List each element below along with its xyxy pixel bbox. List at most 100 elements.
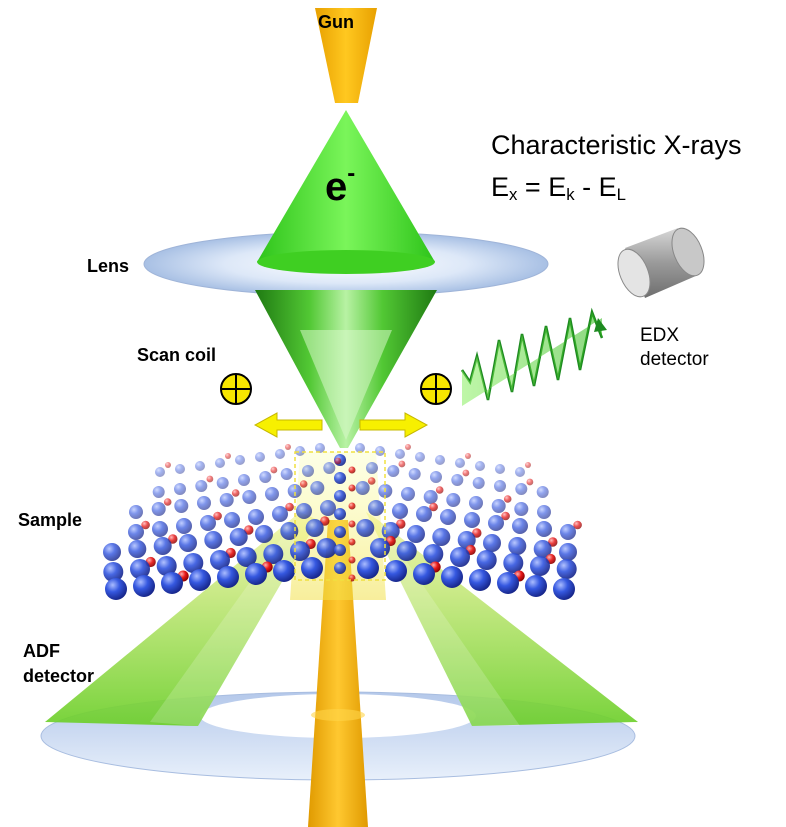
atom-heavy: [537, 505, 551, 519]
atom-light: [367, 477, 376, 485]
atom-heavy: [200, 515, 216, 531]
atom-heavy: [301, 557, 323, 579]
atom-heavy: [559, 543, 577, 561]
atom-heavy: [401, 487, 415, 501]
atom-heavy: [217, 566, 239, 588]
atom-light: [348, 502, 356, 510]
adf-label-line2: detector: [23, 666, 95, 686]
atom-heavy: [305, 519, 324, 537]
atom-heavy: [272, 506, 288, 522]
atom-heavy: [229, 528, 248, 546]
atom-heavy: [366, 462, 378, 474]
atom-heavy: [525, 575, 547, 597]
atom-heavy: [451, 474, 464, 486]
atom-heavy: [176, 518, 192, 534]
atom-light: [526, 478, 534, 486]
scan-arrow-right: [359, 412, 429, 438]
atom-heavy: [469, 569, 491, 591]
atom-heavy: [296, 503, 312, 519]
atom-heavy: [245, 563, 267, 585]
atom-heavy: [255, 452, 265, 462]
atom-light: [244, 525, 254, 535]
atom-heavy: [219, 493, 234, 507]
scan-region-outline: [294, 451, 386, 581]
atom-heavy: [408, 468, 421, 480]
atom-heavy: [248, 509, 264, 525]
atom-heavy: [235, 455, 245, 465]
atom-heavy: [515, 467, 525, 477]
atom-heavy: [302, 465, 314, 477]
atom-heavy: [255, 525, 273, 543]
atom-heavy: [472, 477, 485, 489]
atom-heavy: [514, 502, 529, 516]
atom-heavy: [469, 496, 483, 510]
atom-heavy: [491, 499, 506, 513]
atom-heavy: [265, 487, 279, 501]
atom-heavy: [515, 483, 528, 495]
atom-heavy: [440, 509, 456, 525]
gun-label: Gun: [318, 12, 354, 32]
atom-heavy: [560, 524, 576, 540]
atom-heavy: [179, 534, 197, 552]
atom-heavy: [280, 522, 299, 540]
atom-heavy: [483, 534, 501, 552]
atom-heavy: [370, 538, 390, 558]
atom-heavy: [189, 569, 211, 591]
atom-light: [501, 511, 510, 521]
atom-heavy: [152, 521, 168, 537]
atom-light: [334, 457, 342, 465]
atom-light: [548, 537, 558, 547]
atom-heavy: [368, 500, 384, 516]
atom-light: [206, 475, 214, 483]
atom-light: [348, 466, 356, 474]
atom-light: [525, 462, 531, 468]
atom-heavy: [334, 526, 346, 538]
atom-heavy: [536, 521, 552, 537]
edx-label-line2: detector: [640, 349, 709, 370]
atom-heavy: [295, 446, 305, 456]
atom-heavy: [416, 506, 432, 522]
atom-light: [435, 486, 444, 494]
crystal-sample: [103, 443, 582, 600]
atom-heavy: [381, 522, 400, 540]
atom-light: [465, 453, 471, 459]
atom-heavy: [242, 490, 257, 504]
atom-heavy: [174, 499, 189, 513]
atom-light: [405, 444, 411, 450]
atom-heavy: [161, 572, 183, 594]
atom-heavy: [204, 531, 223, 549]
atom-light: [348, 484, 356, 492]
lens-label: Lens: [87, 256, 130, 276]
atom-heavy: [533, 540, 552, 558]
atom-heavy: [457, 531, 476, 549]
atom-heavy: [133, 575, 155, 597]
atom-heavy: [236, 547, 257, 567]
atom-heavy: [508, 537, 527, 555]
scan-coil-left-icon: [220, 373, 252, 405]
atom-heavy: [320, 500, 336, 516]
sample-label: Sample: [18, 510, 83, 530]
atom-heavy: [530, 556, 550, 576]
xray-title: Characteristic X-rays: [491, 130, 742, 160]
atom-heavy: [497, 572, 519, 594]
atom-light: [225, 453, 231, 459]
edx-label-line1: EDX: [640, 325, 680, 346]
atom-heavy: [334, 508, 346, 520]
atom-heavy: [476, 550, 497, 570]
atom-light: [429, 502, 438, 512]
atom-light: [398, 460, 406, 468]
atom-light: [165, 462, 171, 468]
atom-heavy: [216, 477, 229, 489]
atom-heavy: [151, 502, 166, 516]
atom-light: [285, 444, 291, 450]
atom-heavy: [553, 578, 575, 600]
atom-heavy: [224, 512, 240, 528]
gun-shape: [315, 8, 377, 103]
atom-heavy: [175, 464, 185, 474]
atom-heavy: [395, 449, 405, 459]
atom-light: [503, 495, 512, 503]
atom-heavy: [432, 528, 451, 546]
atom-heavy: [430, 471, 442, 483]
atom-heavy: [396, 541, 417, 561]
